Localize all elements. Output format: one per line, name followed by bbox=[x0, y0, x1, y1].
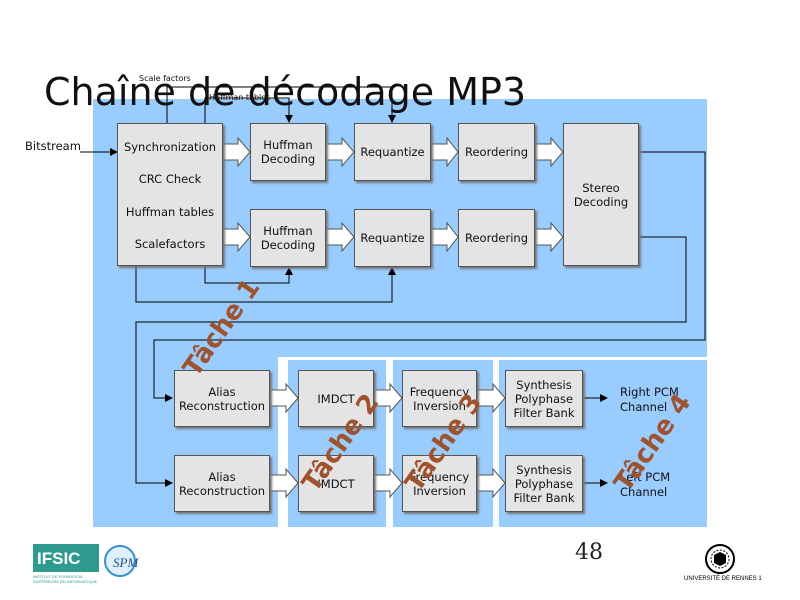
sync-line-crc-check: CRC Check bbox=[138, 172, 202, 187]
requantize-box-1: Requantize bbox=[354, 123, 431, 181]
ifsic-logo-text: IFSIC bbox=[37, 549, 81, 568]
requantize-box-2: Requantize bbox=[354, 209, 431, 267]
page-number: 48 bbox=[575, 540, 603, 565]
spm-logo-text: SPM bbox=[113, 555, 139, 570]
sync-line-synchronization: Synchronization bbox=[123, 140, 217, 154]
synthesis-filter-bank-box-1: Synthesis Polyphase Filter Bank bbox=[505, 370, 583, 427]
sync-line-huffman-tables: Huffman tables bbox=[125, 204, 215, 219]
huffman-decoding-box-1: Huffman Decoding bbox=[250, 123, 326, 181]
left-pcm-channel-label: Left PCM Channel bbox=[620, 470, 671, 499]
ifsic-logo-mark bbox=[33, 544, 99, 572]
stereo-decoding-box: Stereo Decoding bbox=[563, 123, 639, 266]
spm-logo-circle bbox=[104, 545, 136, 577]
right-pcm-channel-label: Right PCM Channel bbox=[620, 385, 679, 414]
frequency-inversion-box-2: Frequency Inversion bbox=[402, 455, 477, 512]
spm-logo: SPM bbox=[104, 545, 152, 579]
university-logo-text: UNIVERSITÉ DE RENNES 1 bbox=[684, 576, 762, 582]
reordering-box-2: Reordering bbox=[458, 209, 535, 267]
synchronization-box: Synchronization CRC Check Huffman tables… bbox=[117, 123, 223, 266]
ifsic-logo: IFSIC INSTITUT DE FORMATION SUPÉRIEURE E… bbox=[33, 544, 99, 584]
alias-reconstruction-box-2: Alias Reconstruction bbox=[174, 455, 270, 512]
synthesis-filter-bank-box-2: Synthesis Polyphase Filter Bank bbox=[505, 455, 583, 512]
ifsic-logo-subtitle: INSTITUT DE FORMATION SUPÉRIEURE EN INFO… bbox=[33, 574, 98, 584]
imdct-box-1: IMDCT bbox=[298, 370, 374, 427]
frequency-inversion-box-1: Frequency Inversion bbox=[402, 370, 477, 427]
university-logo: UNIVERSITÉ DE RENNES 1 bbox=[684, 544, 762, 588]
huffman-decoding-box-2: Huffman Decoding bbox=[250, 209, 326, 267]
huffman-tables-label: Huffman tables bbox=[209, 93, 271, 102]
bitstream-label: Bitstream bbox=[25, 139, 81, 153]
reordering-box-1: Reordering bbox=[458, 123, 535, 181]
sync-line-scalefactors: Scalefactors bbox=[134, 236, 206, 251]
alias-reconstruction-box-1: Alias Reconstruction bbox=[174, 370, 270, 427]
university-seal-icon bbox=[705, 544, 735, 574]
slide-title: Chaîne de décodage MP3 bbox=[44, 70, 527, 114]
imdct-box-2: IMDCT bbox=[298, 455, 374, 512]
scale-factors-label: Scale factors bbox=[139, 74, 191, 83]
